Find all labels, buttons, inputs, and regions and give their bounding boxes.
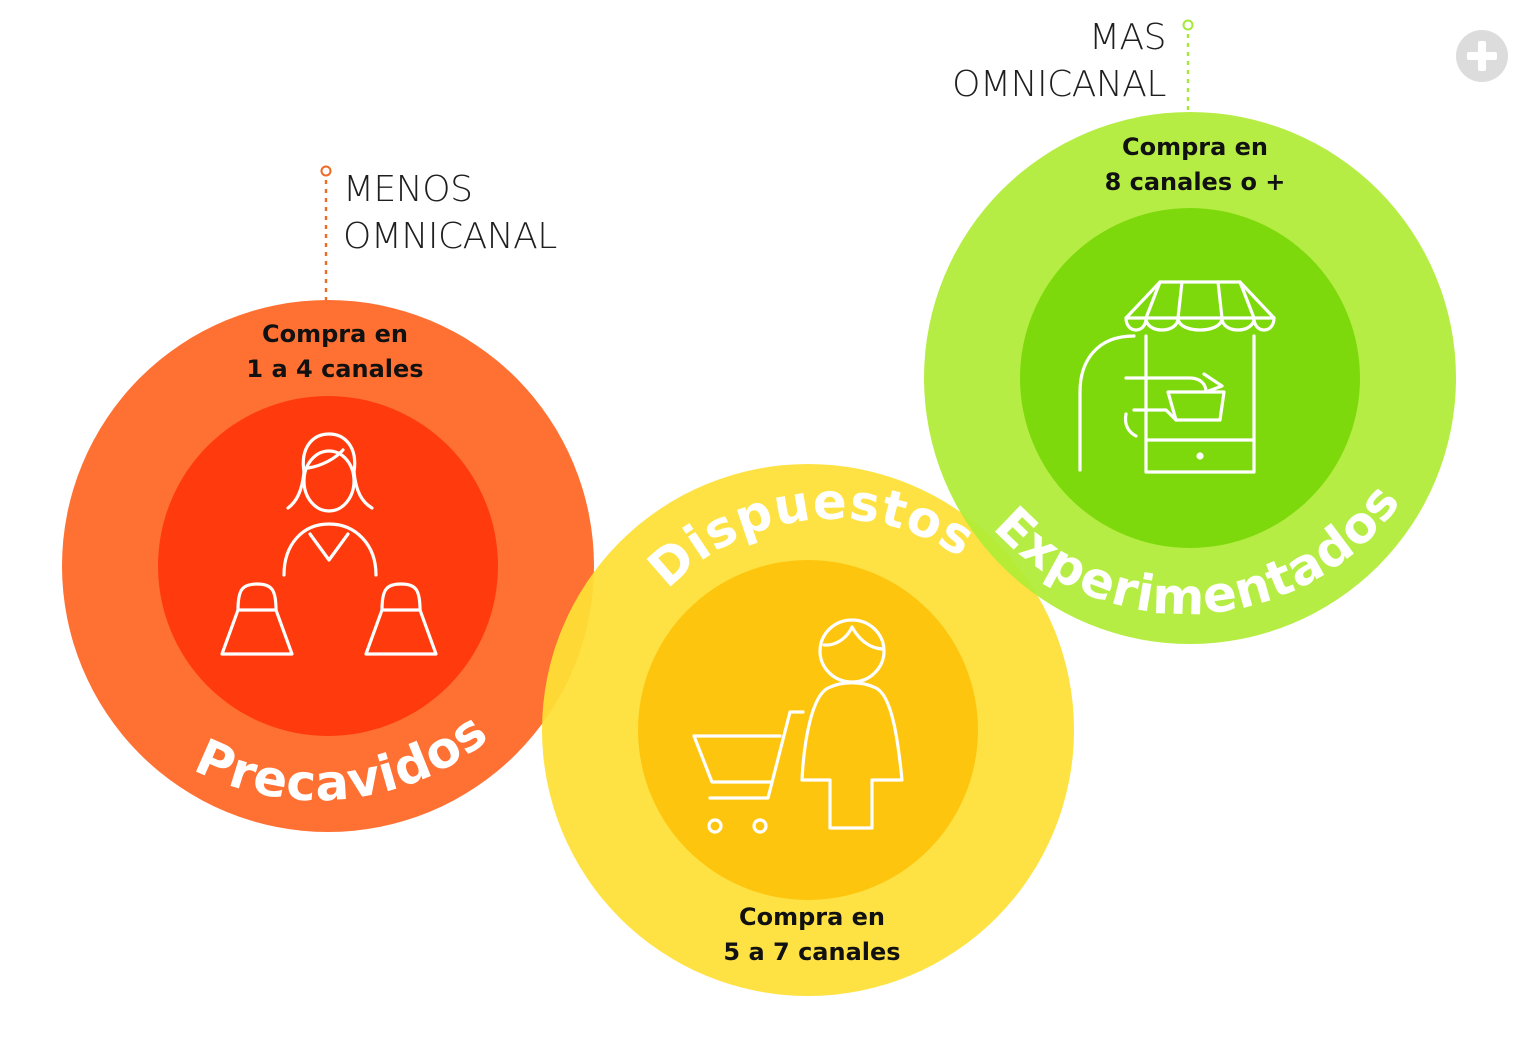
experimentados-channel-count: Compra en 8 canales o + xyxy=(1035,130,1355,200)
experimentados-count-line2: 8 canales o + xyxy=(1104,168,1286,196)
person-with-shopping-cart-icon xyxy=(692,618,904,834)
less-omnichannel-label-line2: OMNICANAL xyxy=(343,216,557,257)
precavidos-count-line1: Compra en xyxy=(261,320,409,348)
less-omnichannel-label-line1: MENOS xyxy=(343,169,473,210)
precavidos-count-line2: 1 a 4 canales xyxy=(246,355,424,383)
experimentados-count-line1: Compra en xyxy=(1121,133,1269,161)
dispuestos-count-line2: 5 a 7 canales xyxy=(723,938,901,966)
less-omnichannel-marker xyxy=(320,165,332,304)
dispuestos-count-line1: Compra en xyxy=(738,903,886,931)
woman-with-shopping-bags-icon xyxy=(220,432,438,656)
more-marker-dot xyxy=(1182,19,1194,31)
more-omnichannel-label-line1: MAS xyxy=(1088,17,1167,58)
precavidos-inner-circle xyxy=(158,396,498,736)
less-omnichannel-label: MENOS OMNICANAL xyxy=(343,166,557,260)
dispuestos-channel-count: Compra en 5 a 7 canales xyxy=(652,900,972,970)
more-omnichannel-marker xyxy=(1182,19,1194,114)
segment-precavidos xyxy=(62,300,594,832)
precavidos-channel-count: Compra en 1 a 4 canales xyxy=(175,317,495,387)
more-omnichannel-label: MAS OMNICANAL xyxy=(952,14,1166,108)
less-marker-dot xyxy=(320,165,332,177)
hand-holding-phone-store-icon xyxy=(1078,280,1276,474)
plus-icon[interactable] xyxy=(1456,30,1508,82)
more-omnichannel-label-line2: OMNICANAL xyxy=(952,64,1166,105)
